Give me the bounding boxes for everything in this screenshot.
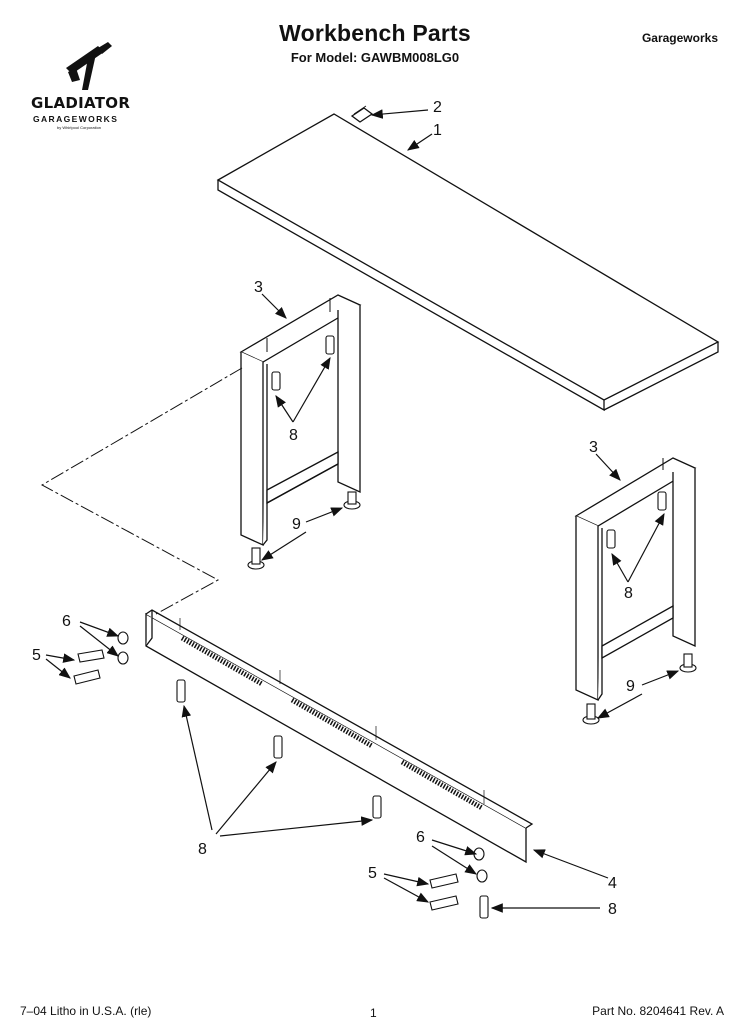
callouts: 2 1 3 8 9 3 8 9 6 5 4 8 6 5 8	[32, 99, 635, 918]
rail	[145, 609, 534, 864]
callout-bottom-bolt: 8	[608, 901, 617, 918]
page-number: 1	[370, 1006, 377, 1020]
worktop	[216, 113, 720, 412]
callout-left-screws: 5	[32, 647, 41, 664]
callout-right-leg: 3	[589, 439, 598, 456]
gladiator-logo-icon	[66, 42, 112, 90]
leader-lines	[45, 109, 680, 913]
top-cover-piece	[350, 105, 374, 123]
part-number: Part No. 8204641 Rev. A	[592, 1004, 724, 1018]
logo-tagline: by Whirlpool Corporation	[57, 125, 102, 130]
callout-right-leg-bolts: 8	[624, 585, 633, 602]
rail-vent-slots	[179, 618, 485, 811]
callout-right-feet: 9	[626, 678, 635, 695]
brand-name: Garageworks	[641, 31, 718, 45]
callout-left-washers: 6	[62, 613, 71, 630]
footer-litho: 7–04 Litho in U.S.A. (rle)	[20, 1004, 152, 1018]
logo-name: GLADIATOR	[31, 94, 131, 112]
left-leg	[239, 294, 362, 547]
callout-top-cover: 2	[433, 99, 442, 116]
callout-right-screws: 5	[368, 865, 377, 882]
callout-rail-bolts: 8	[198, 841, 207, 858]
callout-left-feet: 9	[292, 516, 301, 533]
callout-rail: 4	[608, 875, 617, 892]
callout-left-leg: 3	[254, 279, 263, 296]
right-leg	[574, 457, 697, 702]
page-title: Workbench Parts	[279, 20, 471, 46]
logo-subtext: GARAGEWORKS	[33, 114, 119, 124]
model-subtitle: For Model: GAWBM008LG0	[290, 50, 460, 65]
callout-worktop: 1	[433, 122, 442, 139]
callout-left-leg-bolts: 8	[289, 427, 298, 444]
callout-right-washers: 6	[416, 829, 425, 846]
